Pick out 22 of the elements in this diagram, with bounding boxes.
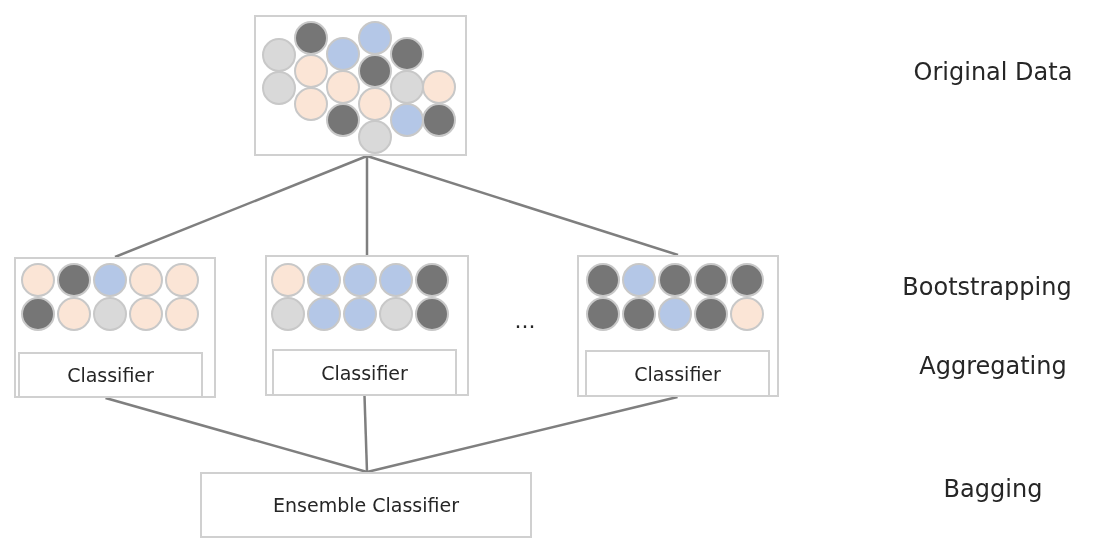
ellipsis: ... (514, 307, 536, 333)
box-label: Ensemble Classifier (272, 494, 460, 516)
data-box (265, 255, 469, 396)
stage-label: Bootstrapping (902, 273, 1072, 301)
classifier-box (272, 349, 457, 396)
connector-line (365, 156, 369, 255)
connector-line (105, 396, 368, 474)
connector-line (363, 395, 369, 473)
classifier-box (200, 472, 532, 538)
classifier-box (18, 352, 203, 398)
connector-line (114, 154, 368, 259)
classifier-box (585, 350, 770, 397)
box-label: Classifier (633, 362, 722, 385)
data-box (577, 255, 779, 397)
box-label: Classifier (66, 364, 155, 386)
connector-line (366, 154, 679, 257)
stage-label: Bagging (943, 475, 1043, 503)
box-label: Classifier (320, 361, 409, 384)
data-box (14, 257, 216, 398)
connector-line (366, 395, 678, 474)
stage-label: Aggregating (919, 352, 1067, 380)
stage-label: Original Data (913, 58, 1073, 86)
